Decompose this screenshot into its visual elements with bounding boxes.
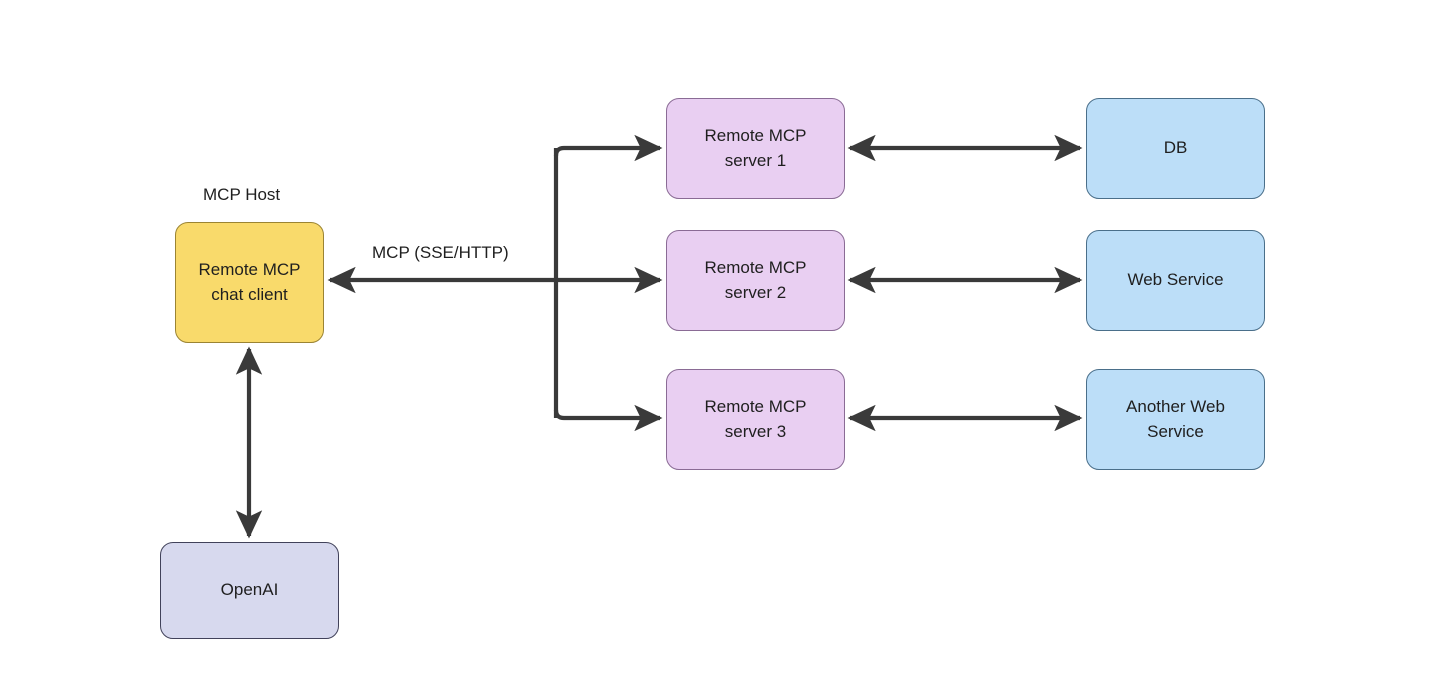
node-server-3-label: Remote MCP server 3	[704, 396, 807, 441]
edge-branch-server-1	[553, 134, 663, 162]
edge-branch-server-3	[553, 404, 663, 432]
node-another-web-service-label: Another Web Service	[1126, 396, 1225, 441]
node-server-2[interactable]: Remote MCP server 2	[666, 230, 845, 331]
node-chat-client[interactable]: Remote MCP chat client	[175, 222, 324, 343]
mcp-host-caption: MCP Host	[203, 185, 281, 204]
node-openai[interactable]: OpenAI	[160, 542, 339, 639]
node-web-service[interactable]: Web Service	[1086, 230, 1265, 331]
node-server-3[interactable]: Remote MCP server 3	[666, 369, 845, 470]
node-web-service-label: Web Service	[1127, 270, 1224, 290]
node-server-2-label: Remote MCP server 2	[704, 257, 807, 302]
node-openai-label: OpenAI	[220, 580, 279, 600]
node-server-1[interactable]: Remote MCP server 1	[666, 98, 845, 199]
node-server-1-label: Remote MCP server 1	[704, 125, 807, 170]
node-db[interactable]: DB	[1086, 98, 1265, 199]
node-another-web-service[interactable]: Another Web Service	[1086, 369, 1265, 470]
node-chat-client-label: Remote MCP chat client	[198, 259, 301, 304]
mcp-transport-label: MCP (SSE/HTTP)	[368, 243, 513, 263]
node-db-label: DB	[1163, 138, 1188, 158]
